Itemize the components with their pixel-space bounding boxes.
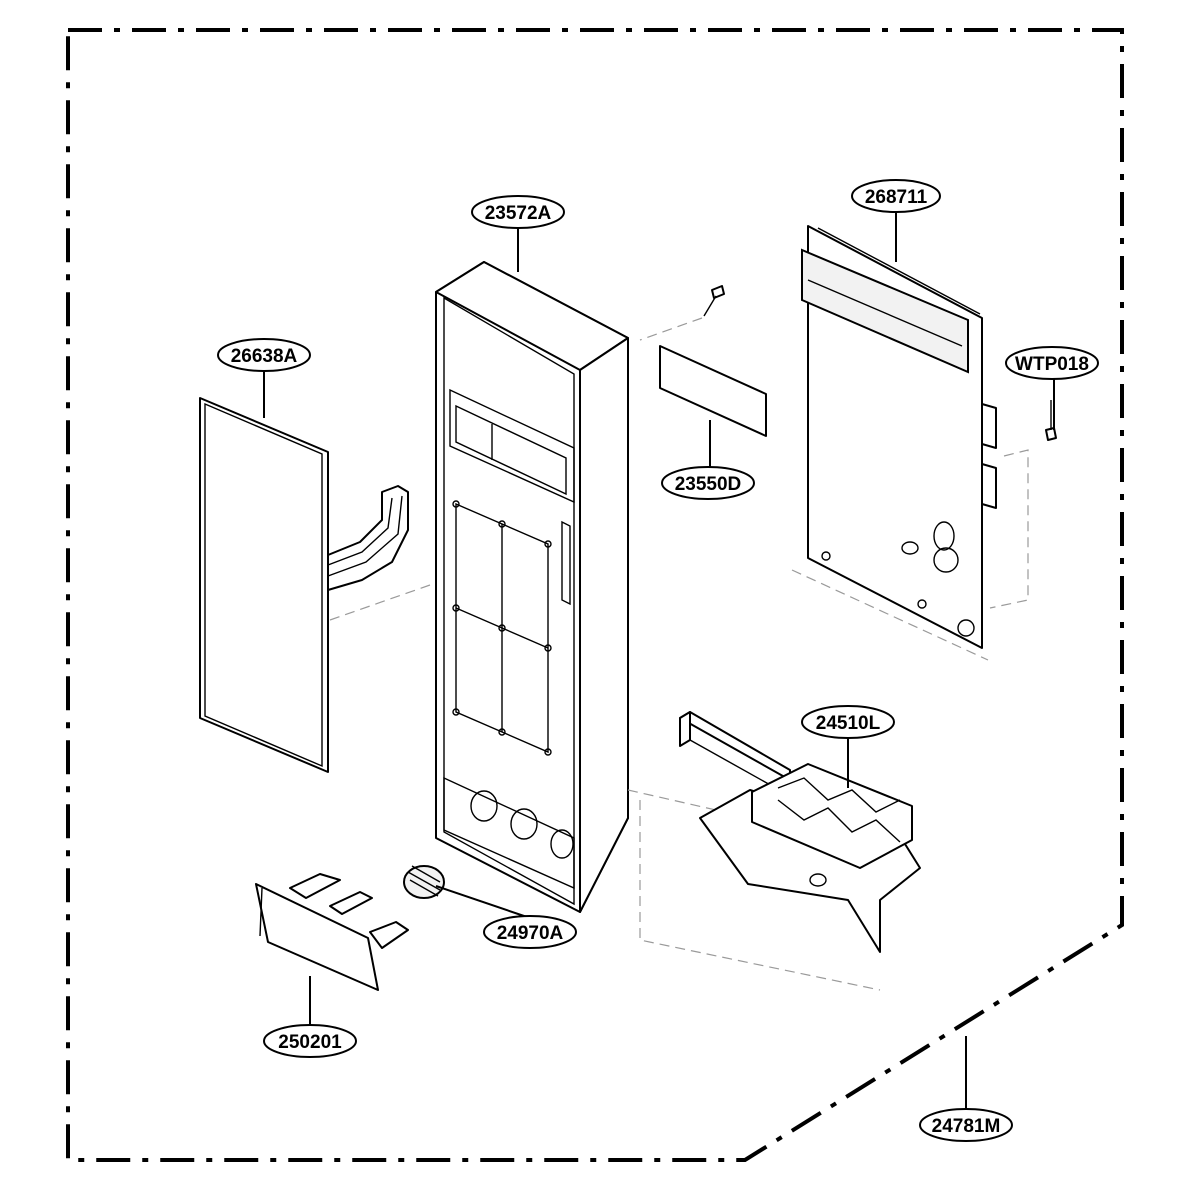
label-window: 23550D xyxy=(661,466,755,500)
label-latch-lever-text: 24510L xyxy=(816,713,881,734)
part-screw-wtp xyxy=(1045,400,1057,441)
label-membrane-switch-text: 26638A xyxy=(231,346,298,367)
part-membrane-switch xyxy=(199,397,431,773)
part-latch-lever xyxy=(639,711,921,991)
label-control-panel-assembly: 24781M xyxy=(919,1108,1013,1142)
label-screw-text: WTP018 xyxy=(1015,354,1089,375)
label-membrane-switch: 26638A xyxy=(217,338,311,372)
label-front-frame-text: 23572A xyxy=(485,203,552,224)
part-spring xyxy=(403,865,445,899)
assembly-boundary xyxy=(66,28,1124,1162)
part-door-button xyxy=(255,873,409,991)
leader-lines xyxy=(263,210,1055,1110)
label-front-frame: 23572A xyxy=(471,195,565,229)
part-window xyxy=(659,345,767,437)
label-pcb-assembly-text: 268711 xyxy=(865,187,928,208)
label-latch-lever: 24510L xyxy=(801,705,895,739)
part-front-frame xyxy=(435,261,761,913)
label-spring-text: 24970A xyxy=(497,923,564,944)
label-window-text: 23550D xyxy=(675,474,742,495)
label-spring: 24970A xyxy=(483,915,577,949)
label-pcb-assembly: 268711 xyxy=(851,179,941,213)
label-control-panel-assembly-text: 24781M xyxy=(932,1116,1001,1137)
label-screw: WTP018 xyxy=(1005,346,1099,380)
part-pcb-assembly xyxy=(791,225,1029,661)
part-screw-top xyxy=(639,285,725,341)
label-door-button: 250201 xyxy=(263,1024,357,1058)
label-door-button-text: 250201 xyxy=(278,1032,342,1053)
